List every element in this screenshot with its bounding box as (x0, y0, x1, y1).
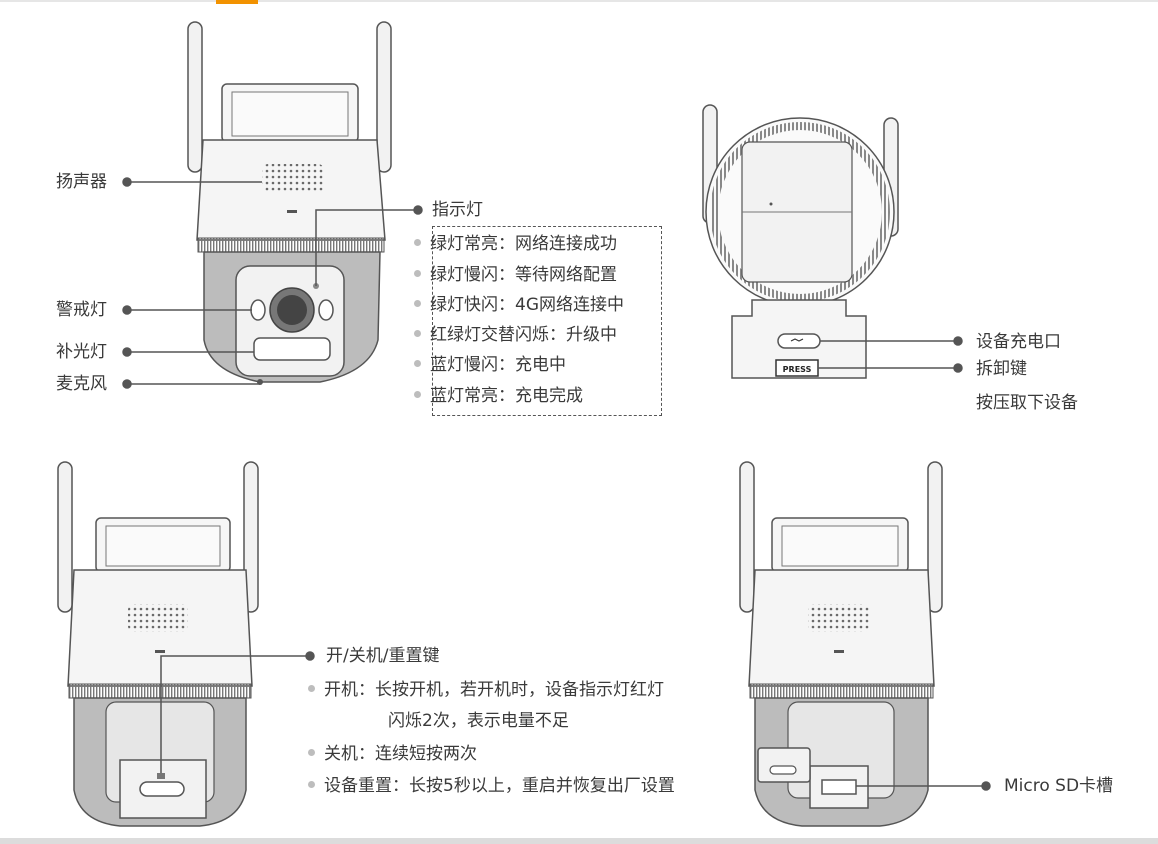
bullet-dot (308, 685, 315, 692)
antenna-right (377, 22, 391, 172)
bullet-dot (308, 749, 315, 756)
power-on-text: 开机：长按开机，若开机时，设备指示灯红灯 (324, 680, 664, 700)
reset-item: 设备重置：长按5秒以上，重启并恢复出厂设置 (308, 776, 675, 796)
indicator-state: 绿灯快闪：4G网络连接中 (414, 295, 624, 315)
fill-light-label: 补光灯 (56, 342, 107, 362)
warning-light-right (319, 300, 333, 320)
indicator-state-text: 蓝灯慢闪：充电中 (430, 355, 566, 375)
indicator-state-text: 绿灯慢闪：等待网络配置 (430, 265, 617, 285)
indicator-title: 指示灯 (432, 200, 483, 220)
indicator-state: 蓝灯慢闪：充电中 (414, 355, 566, 375)
press-button-label[interactable]: PRESS (783, 365, 812, 374)
bullet-dot (414, 300, 421, 307)
warning-light-label: 警戒灯 (56, 300, 107, 320)
fill-light-panel (254, 338, 330, 360)
camera-sd (740, 462, 942, 826)
indicator-state: 蓝灯常亮：充电完成 (414, 386, 583, 406)
camera-side (58, 462, 258, 826)
charging-port-label: 设备充电口 (976, 332, 1061, 352)
sd-slot-label: Micro SD卡槽 (1004, 776, 1113, 796)
indicator-state: 绿灯常亮：网络连接成功 (414, 234, 617, 254)
power-off-item: 关机：连续短按两次 (308, 744, 477, 764)
speaker-label: 扬声器 (56, 172, 107, 192)
release-hint-label: 按压取下设备 (976, 393, 1078, 413)
power-on-continued: 闪烁2次，表示电量不足 (388, 711, 569, 731)
camera-front (188, 22, 391, 385)
camera-rear (703, 105, 898, 378)
indicator-state-text: 绿灯常亮：网络连接成功 (430, 234, 617, 254)
warning-light-left (251, 300, 265, 320)
bullet-dot (308, 781, 315, 788)
antenna-left (188, 22, 202, 172)
detached-cover (758, 748, 810, 782)
power-off-text: 关机：连续短按两次 (324, 744, 477, 764)
bullet-dot (414, 360, 421, 367)
release-key-label: 拆卸键 (976, 359, 1027, 379)
indicator-state-text: 蓝灯常亮：充电完成 (430, 386, 583, 406)
power-key-label: 开/关机/重置键 (326, 646, 439, 666)
reset-text: 设备重置：长按5秒以上，重启并恢复出厂设置 (324, 776, 675, 796)
power-on-item: 开机：长按开机，若开机时，设备指示灯红灯 (308, 680, 664, 700)
indicator-state-text: 红绿灯交替闪烁：升级中 (430, 325, 617, 345)
microphone-label: 麦克风 (56, 374, 107, 394)
indicator-state: 绿灯慢闪：等待网络配置 (414, 265, 617, 285)
bullet-dot (414, 330, 421, 337)
indicator-state: 红绿灯交替闪烁：升级中 (414, 325, 617, 345)
sd-card-slot (822, 780, 856, 794)
rotation-ring (198, 238, 384, 252)
speaker-grill (262, 164, 324, 192)
power-key (140, 782, 184, 796)
bullet-dot (414, 239, 421, 246)
bullet-dot (414, 391, 421, 398)
bullet-dot (414, 270, 421, 277)
indicator-state-text: 绿灯快闪：4G网络连接中 (430, 295, 624, 315)
